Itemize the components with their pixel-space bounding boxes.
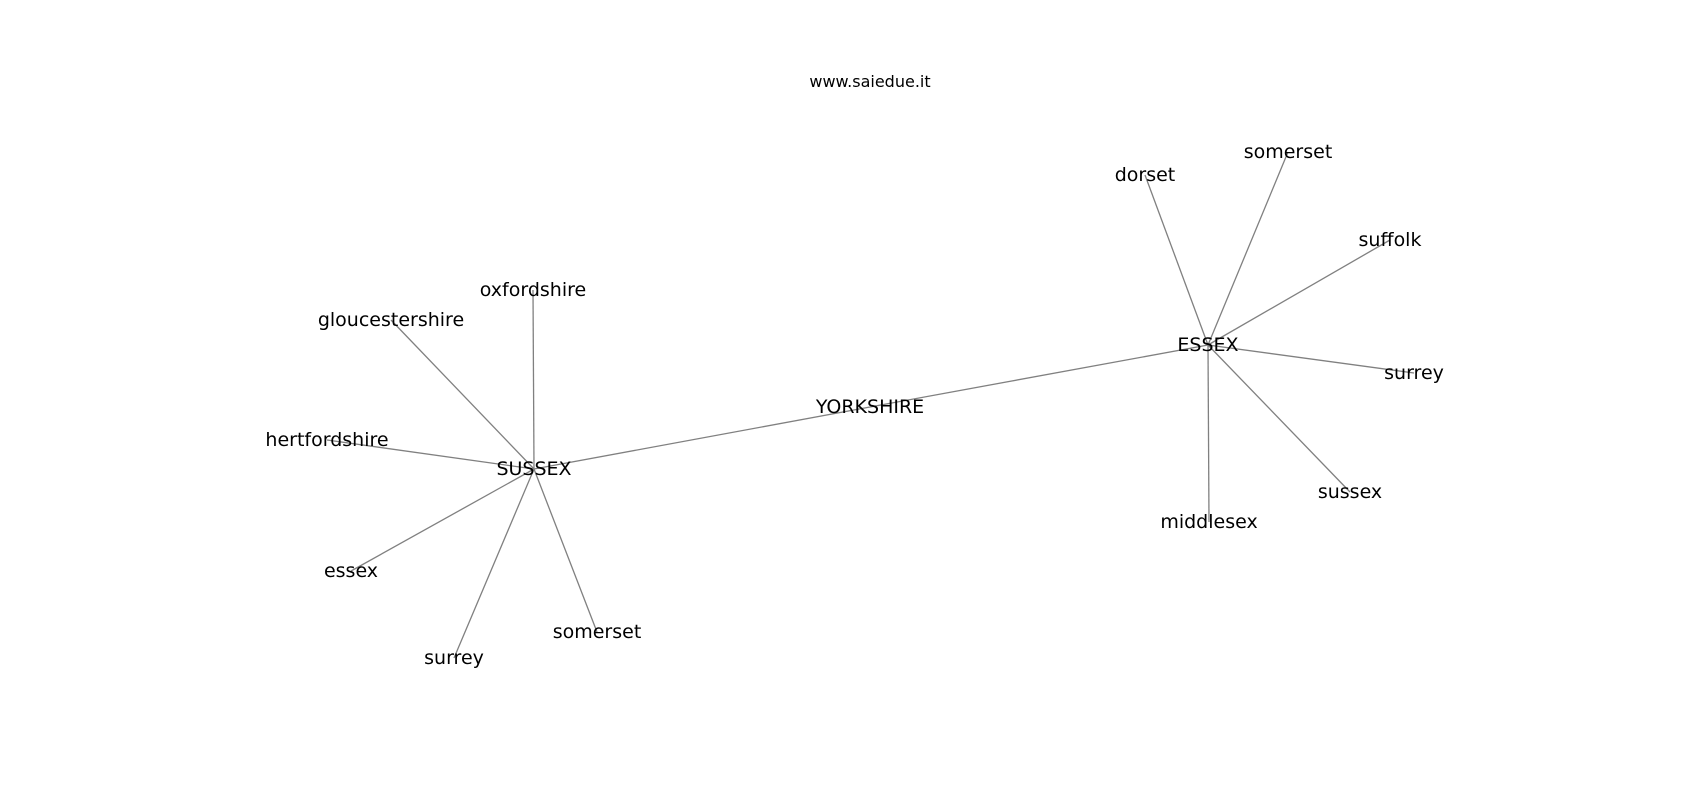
node-yorkshire: YORKSHIRE <box>815 396 924 418</box>
node-e-middlesex: middlesex <box>1160 511 1257 533</box>
node-e-surrey: surrey <box>1384 362 1444 384</box>
edge-yorkshire-essex_hub <box>869 344 1209 408</box>
node-e-somerset: somerset <box>1244 141 1333 163</box>
edge-sussex_hub-s_essex <box>350 468 535 572</box>
edge-sussex_hub-s_hertfordshire <box>326 439 535 470</box>
node-s-somerset: somerset <box>553 621 642 643</box>
edge-sussex_hub-s_somerset <box>533 468 598 633</box>
edge-sussex_hub-s_gloucestershire <box>390 319 535 470</box>
node-e-sussex: sussex <box>1318 481 1382 503</box>
edges-layer <box>326 151 1415 659</box>
edge-essex_hub-e_suffolk <box>1207 239 1391 346</box>
edge-essex_hub-e_somerset <box>1207 151 1289 346</box>
edge-sussex_hub-s_surrey <box>453 468 535 659</box>
node-s-hertfordshire: hertfordshire <box>265 429 388 451</box>
edge-essex_hub-e_sussex <box>1207 344 1351 493</box>
edge-essex_hub-e_surrey <box>1207 344 1415 374</box>
node-s-gloucestershire: gloucestershire <box>318 309 464 331</box>
node-essex-hub: ESSEX <box>1177 334 1238 356</box>
node-s-oxfordshire: oxfordshire <box>480 279 586 301</box>
edge-essex_hub-e_middlesex <box>1207 344 1210 523</box>
labels-layer: YORKSHIRE ESSEX SUSSEX dorset somerset suffol… <box>265 141 1443 669</box>
node-s-essex: essex <box>324 560 378 582</box>
watermark-text: www.saiedue.it <box>809 72 930 91</box>
edge-essex_hub-e_dorset <box>1144 174 1209 346</box>
edge-sussex_hub-s_oxfordshire <box>532 289 535 470</box>
edge-yorkshire-sussex_hub <box>533 406 871 470</box>
node-s-surrey: surrey <box>424 647 484 669</box>
node-e-suffolk: suffolk <box>1359 229 1422 251</box>
node-sussex-hub: SUSSEX <box>496 458 571 480</box>
node-e-dorset: dorset <box>1115 164 1176 186</box>
